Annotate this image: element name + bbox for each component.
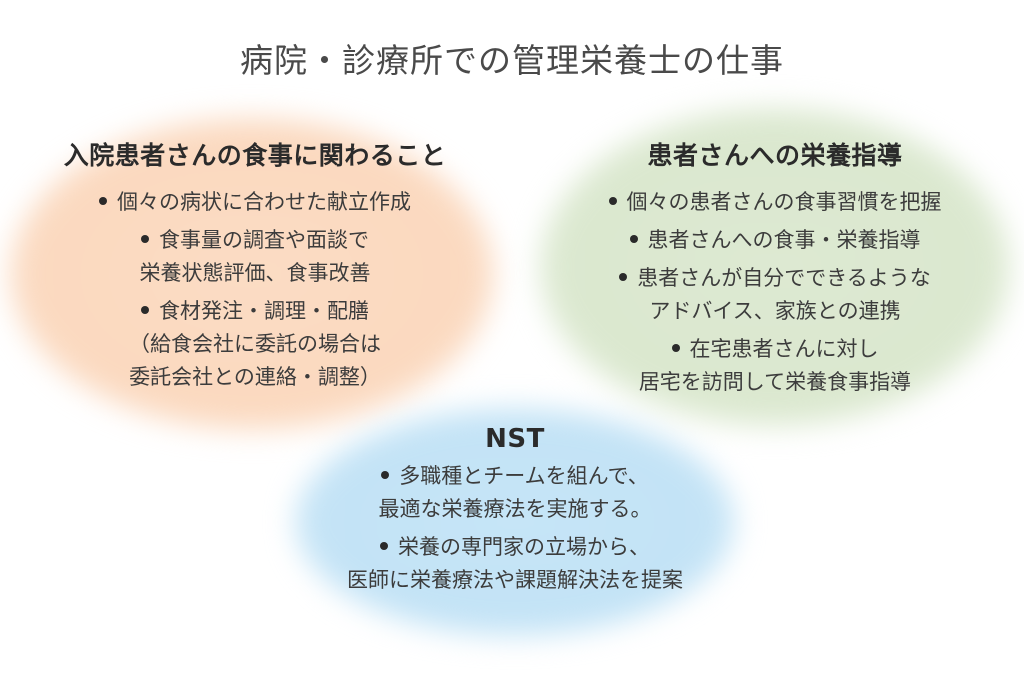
bullet-icon xyxy=(619,273,628,281)
list-item: 食材発注・調理・配膳 （給食会社に委託の場合は 委託会社との連絡・調整） xyxy=(129,299,381,389)
bullet-icon xyxy=(381,471,390,479)
nutrition-guidance-panel: 患者さんへの栄養指導 個々の患者さんの食事習慣を把握 患者さんへの食事・栄養指導… xyxy=(540,136,1010,404)
list-item: 患者さんへの食事・栄養指導 xyxy=(540,224,1010,257)
bullet-icon xyxy=(608,197,617,205)
inpatient-meals-panel: 入院患者さんの食事に関わること 個々の病状に合わせた献立作成 食事量の調査や面談… xyxy=(20,136,490,399)
green-ellipse xyxy=(540,108,1010,426)
list-item: 多職種とチームを組んで、 最適な栄養療法を実施する。 xyxy=(378,464,652,521)
bullet-icon xyxy=(141,306,149,314)
panel-heading: 患者さんへの栄養指導 xyxy=(647,141,903,170)
peach-ellipse xyxy=(10,118,494,430)
list-item: 個々の病状に合わせた献立作成 xyxy=(20,186,490,219)
blue-ellipse xyxy=(295,408,735,636)
bullet-icon xyxy=(671,344,680,352)
diagram-title: 病院・診療所での管理栄養士の仕事 xyxy=(240,41,784,80)
list-item: 患者さんが自分でできるような アドバイス、家族との連携 xyxy=(540,262,1010,328)
list-item: 在宅患者さんに対し 居宅を訪問して栄養食事指導 xyxy=(638,337,912,394)
bullet-icon xyxy=(629,235,638,243)
panel-heading: NST xyxy=(485,424,545,454)
bullet-icon xyxy=(141,235,149,243)
list-item: 栄養の専門家の立場から、 医師に栄養療法や課題解決法を提案 xyxy=(347,535,683,592)
bullet-icon xyxy=(380,542,388,550)
panel-heading: 入院患者さんの食事に関わること xyxy=(63,141,447,170)
nst-panel: NST 多職種とチームを組んで、 最適な栄養療法を実施する。 栄養の専門家の立場… xyxy=(290,424,740,602)
list-item: 個々の患者さんの食事習慣を把握 xyxy=(540,186,1010,219)
bullet-icon xyxy=(99,197,107,205)
list-item: 食事量の調査や面談で 栄養状態評価、食事改善 xyxy=(139,228,371,285)
